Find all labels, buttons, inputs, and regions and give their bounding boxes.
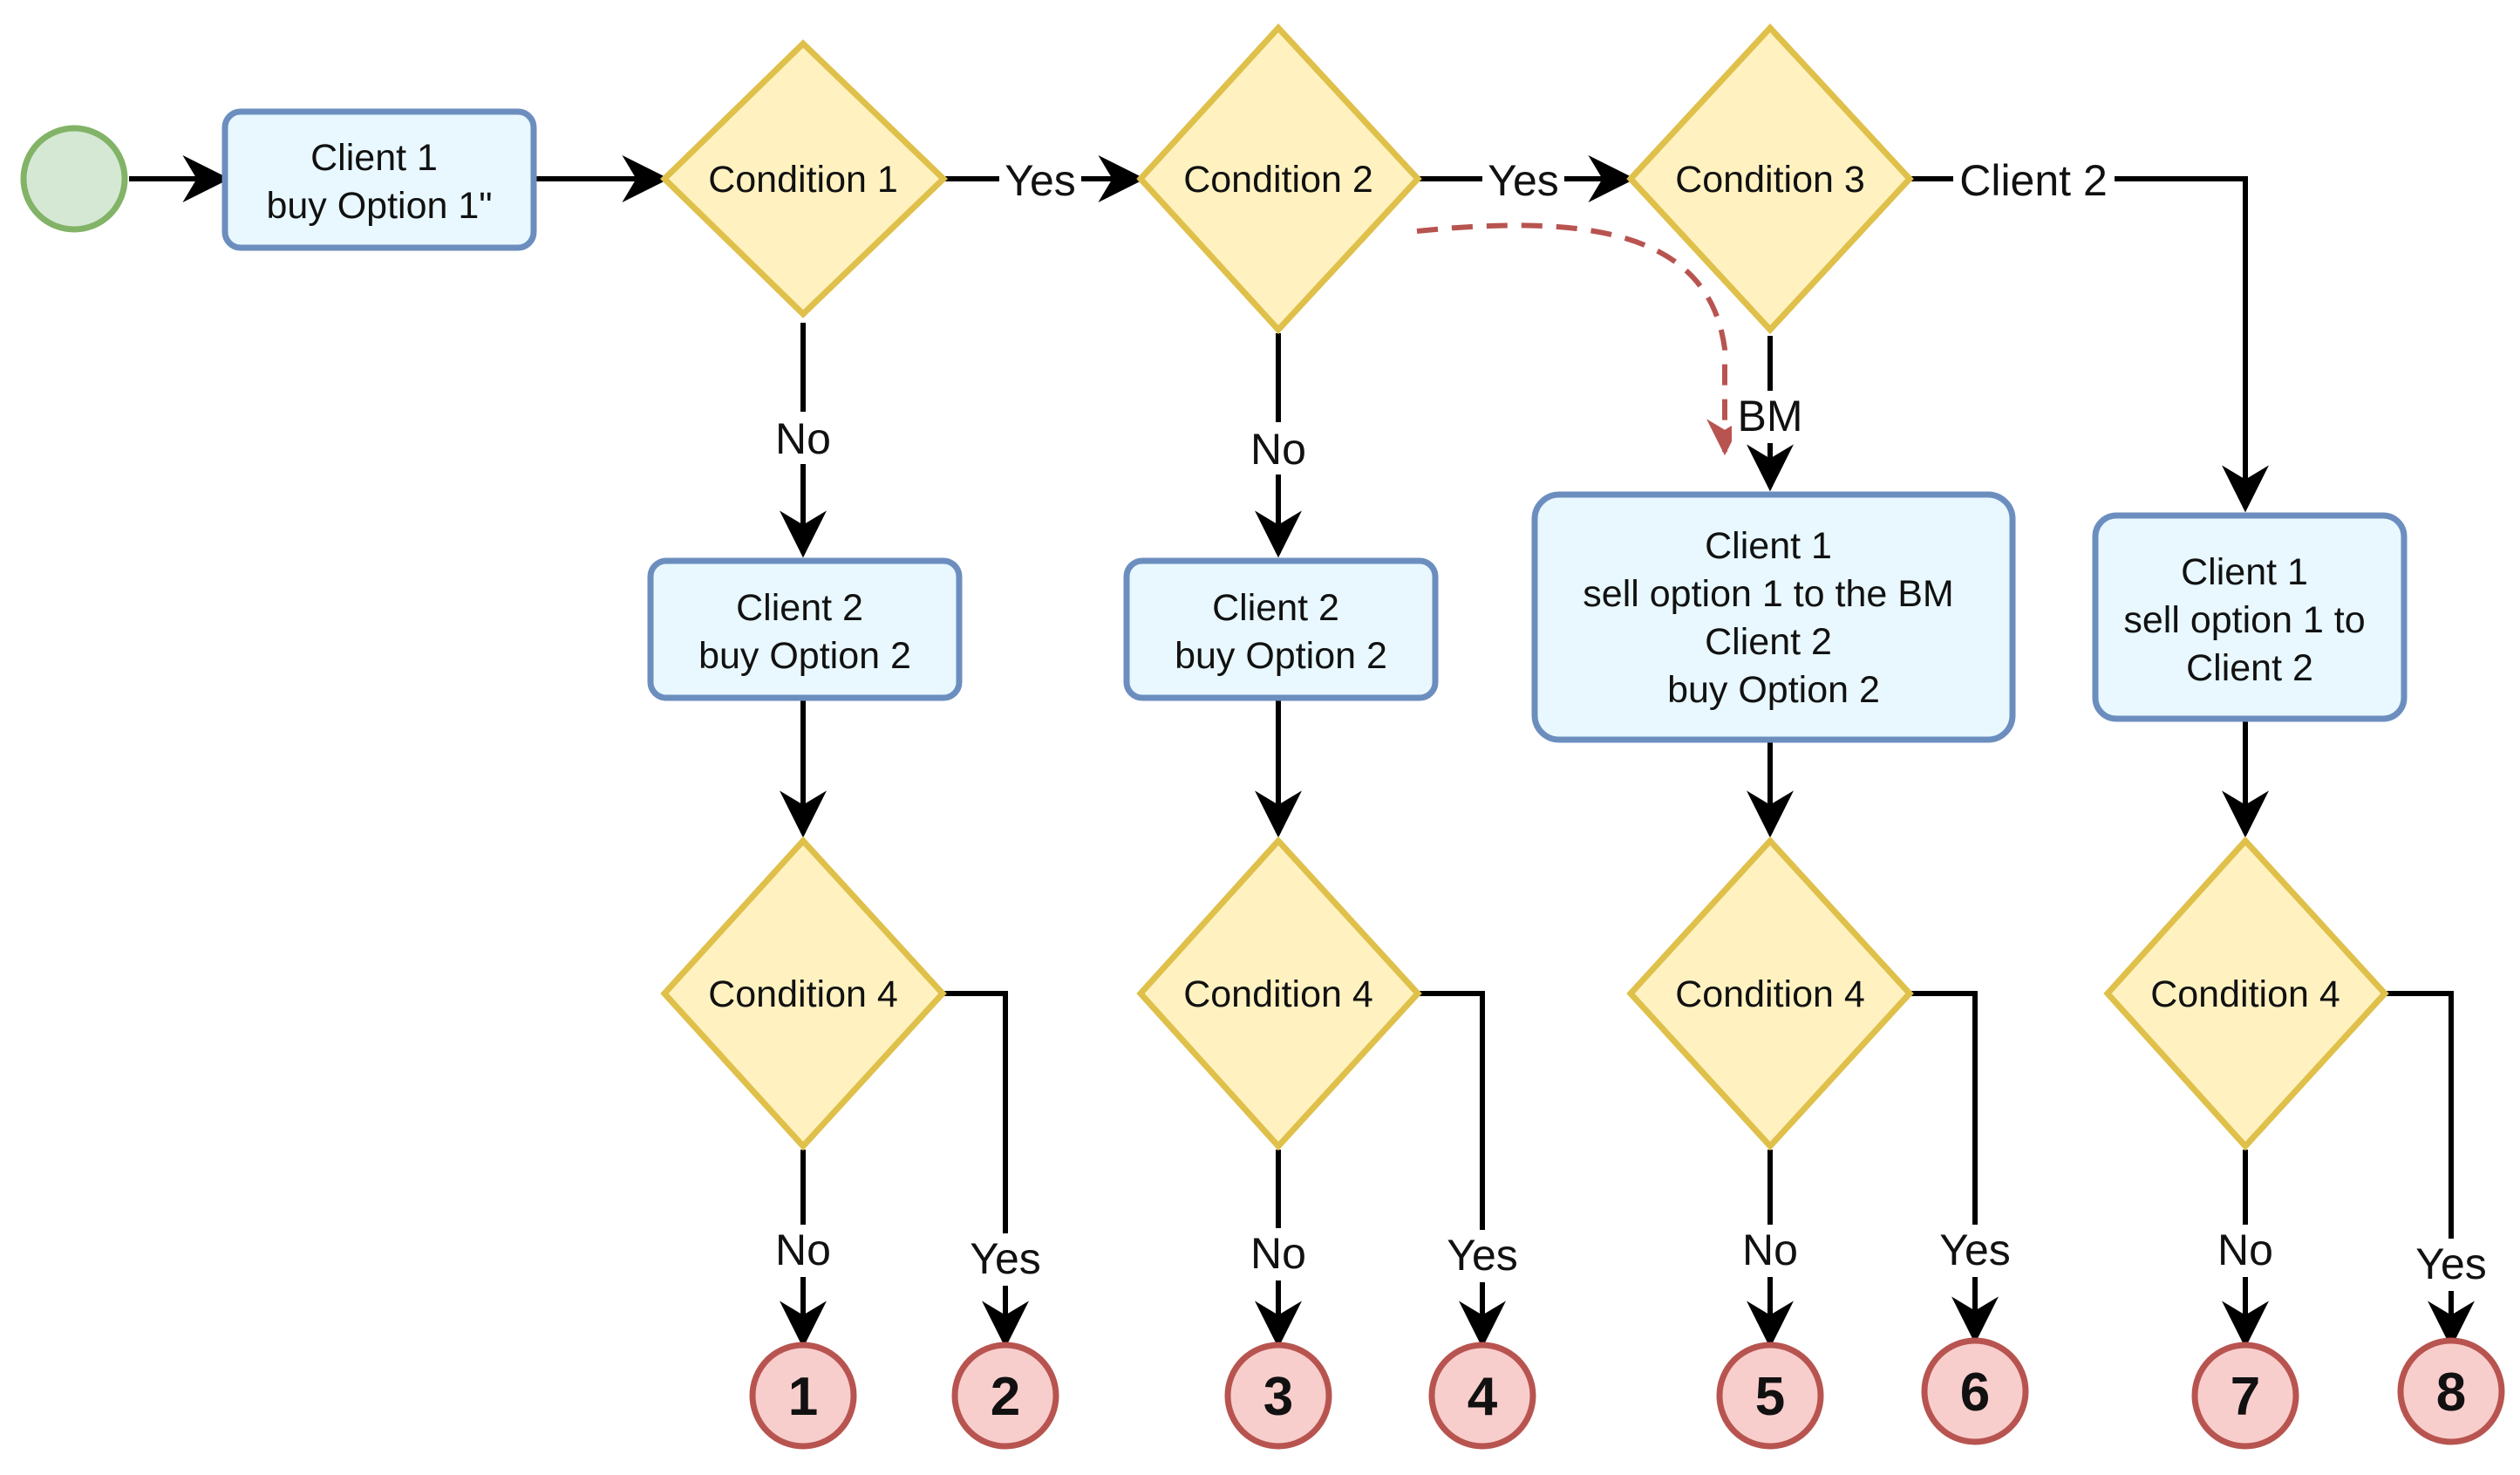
edge-label-c4b-yes: Yes [1447, 1231, 1518, 1280]
edge-label-c2-yes: Yes [1488, 156, 1559, 205]
end-label-4: 4 [1468, 1367, 1498, 1427]
process-box-client1-sell-to-bm: Client 1 sell option 1 to the BM Client … [1531, 491, 2016, 743]
box5-line-2: sell option 1 to [2123, 599, 2365, 641]
decision-condition-4-c: Condition 4 [1626, 836, 1914, 1151]
edge-cond4c-yes [1910, 991, 1999, 1344]
edge-cond4a-yes [943, 991, 1029, 1349]
end-node-1: 1 [749, 1342, 857, 1450]
end-label-6: 6 [1960, 1362, 1990, 1423]
end-node-6: 6 [1921, 1337, 2029, 1445]
cond2-label: Condition 2 [1183, 159, 1373, 201]
end-label-1: 1 [788, 1367, 818, 1427]
svg-text:Client 1 sell option 1 t: Client 1 sell option 1 to the BM Client … [1583, 525, 1964, 711]
decision-condition-3: Condition 3 [1626, 23, 1914, 335]
end-node-3: 3 [1224, 1342, 1332, 1450]
edge-label-c4c-yes: Yes [1939, 1226, 2011, 1274]
process-box-client1-buy-option1: Client 1 buy Option 1" [221, 108, 537, 251]
end-node-5: 5 [1716, 1342, 1824, 1450]
svg-text:Client 2 buy Option 2: Client 2 buy Option 2 [1175, 587, 1387, 677]
end-node-4: 4 [1428, 1342, 1536, 1450]
box3-line-1: Client 2 [1212, 587, 1339, 629]
end-node-8: 8 [2397, 1337, 2505, 1445]
edges [129, 155, 2475, 1349]
decision-condition-4-b: Condition 4 [1136, 836, 1422, 1151]
process-box-client2-buy-option2-a: Client 2 buy Option 2 [647, 557, 963, 701]
svg-text:Client 2 buy Option 2: Client 2 buy Option 2 [698, 587, 911, 677]
box2-line-2: buy Option 2 [698, 635, 911, 677]
edge-dashed-cond2-to-box4 [1416, 222, 1743, 456]
process-box-client1-sell-to-client2: Client 1 sell option 1 to Client 2 [2092, 512, 2408, 722]
edge-cond4b-yes [1418, 991, 1506, 1349]
edge-cond4d-yes [2385, 991, 2475, 1349]
cond3-label: Condition 3 [1675, 159, 1865, 201]
end-label-7: 7 [2231, 1367, 2260, 1427]
edge-label-c3-client2: Client 2 [1959, 156, 2108, 205]
edge-label-c1-no: No [775, 414, 831, 463]
box5-line-1: Client 1 [2181, 551, 2308, 593]
svg-text:Client 1 buy Option 1": Client 1 buy Option 1" [266, 137, 492, 227]
cond4a-label: Condition 4 [708, 973, 898, 1015]
box5-line-3: Client 2 [2186, 647, 2313, 689]
start-node [20, 125, 128, 233]
end-label-5: 5 [1755, 1367, 1785, 1427]
end-label-8: 8 [2436, 1362, 2466, 1423]
cond4c-label: Condition 4 [1675, 973, 1865, 1015]
edge-cond3-to-box5 [1910, 176, 2269, 513]
edge-label-c2-no: No [1250, 425, 1306, 474]
svg-text:Client 1 sell option 1 t: Client 1 sell option 1 to Client 2 [2123, 551, 2375, 689]
decision-condition-2: Condition 2 [1136, 23, 1422, 335]
box3-line-2: buy Option 2 [1175, 635, 1387, 677]
decision-condition-4-d: Condition 4 [2103, 836, 2389, 1151]
end-label-2: 2 [991, 1367, 1020, 1427]
edge-label-c3-bm: BM [1738, 392, 1803, 440]
box4-line-3: Client 2 [1705, 621, 1832, 663]
process-box-client2-buy-option2-b: Client 2 buy Option 2 [1123, 557, 1439, 701]
end-node-2: 2 [951, 1342, 1059, 1450]
edge-label-c1-yes: Yes [1005, 156, 1076, 205]
box4-line-2: sell option 1 to the BM [1583, 573, 1953, 615]
cond4d-label: Condition 4 [2150, 973, 2340, 1015]
edge-label-c4a-yes: Yes [970, 1234, 1041, 1283]
edge-label-c4a-no: No [775, 1226, 831, 1274]
box1-line-2: buy Option 1" [266, 185, 492, 227]
box4-line-4: buy Option 2 [1667, 669, 1880, 711]
box1-line-1: Client 1 [310, 137, 438, 179]
edge-label-c4d-yes: Yes [2415, 1239, 2487, 1288]
end-node-7: 7 [2191, 1342, 2299, 1450]
decision-condition-1: Condition 1 [659, 39, 949, 318]
edge-label-c4c-no: No [1742, 1226, 1798, 1274]
box2-line-1: Client 2 [736, 587, 863, 629]
edge-label-c4d-no: No [2217, 1226, 2273, 1274]
cond4b-label: Condition 4 [1183, 973, 1373, 1015]
cond1-label: Condition 1 [708, 159, 898, 201]
edge-labels: Yes Yes Client 2 No No BM No Yes No Yes … [771, 153, 2490, 1291]
edge-label-c4b-no: No [1250, 1229, 1306, 1278]
box4-line-1: Client 1 [1705, 525, 1832, 567]
end-label-3: 3 [1263, 1367, 1293, 1427]
decision-condition-4-a: Condition 4 [660, 836, 947, 1151]
